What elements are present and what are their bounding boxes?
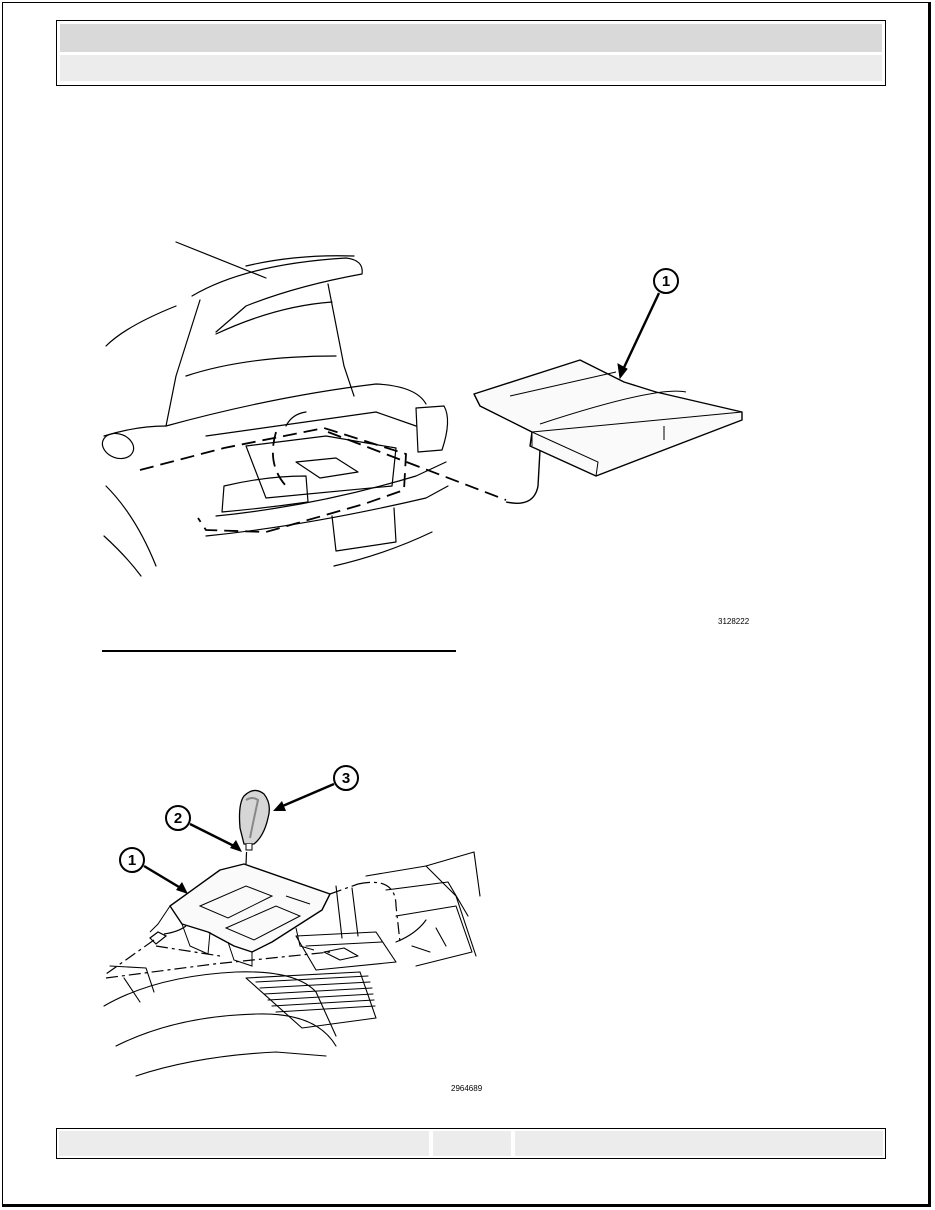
callout-2-arrow bbox=[189, 822, 239, 850]
callout-1-number: 1 bbox=[662, 273, 670, 290]
callout-3-arrow bbox=[277, 782, 335, 810]
callout-1-circle bbox=[653, 268, 679, 294]
load-floor-position-outline bbox=[139, 427, 407, 533]
shift-knob bbox=[238, 789, 270, 851]
callout-1-number: 1 bbox=[128, 852, 136, 869]
deck-lid bbox=[191, 257, 363, 333]
footer-cell-left bbox=[59, 1131, 429, 1156]
header-box bbox=[56, 20, 886, 86]
figure-1-id: 3128222 bbox=[718, 617, 750, 626]
callout-1-circle bbox=[119, 847, 145, 873]
console-ribbed-trim bbox=[245, 971, 377, 1029]
footer-box bbox=[56, 1128, 886, 1159]
figure-shifter-bezel: 1 2 3 bbox=[103, 765, 481, 1077]
figure-2-id: 2964689 bbox=[451, 1084, 483, 1093]
callout-3-circle bbox=[333, 765, 359, 791]
callout-2-circle bbox=[165, 805, 191, 831]
header-subtitle-bar bbox=[60, 55, 882, 81]
harness-connector bbox=[149, 931, 168, 945]
load-floor-panel bbox=[473, 359, 743, 477]
load-floor-leader-dashed bbox=[327, 431, 507, 501]
callout-2-number: 2 bbox=[174, 810, 182, 827]
right-tail-lamp bbox=[415, 405, 449, 453]
callout-1-arrow bbox=[618, 292, 661, 377]
footer-cell-middle bbox=[433, 1131, 511, 1156]
roof-line bbox=[175, 241, 267, 279]
shifter-bezel bbox=[169, 863, 331, 953]
callout-3-number: 3 bbox=[342, 770, 350, 787]
footer-cell-right bbox=[515, 1131, 883, 1156]
section-divider bbox=[102, 650, 456, 652]
callout-1-arrow bbox=[143, 864, 185, 892]
load-floor-leader bbox=[505, 449, 541, 504]
header-title-bar bbox=[60, 24, 882, 52]
figure-trunk-load-floor: 1 bbox=[101, 241, 743, 577]
